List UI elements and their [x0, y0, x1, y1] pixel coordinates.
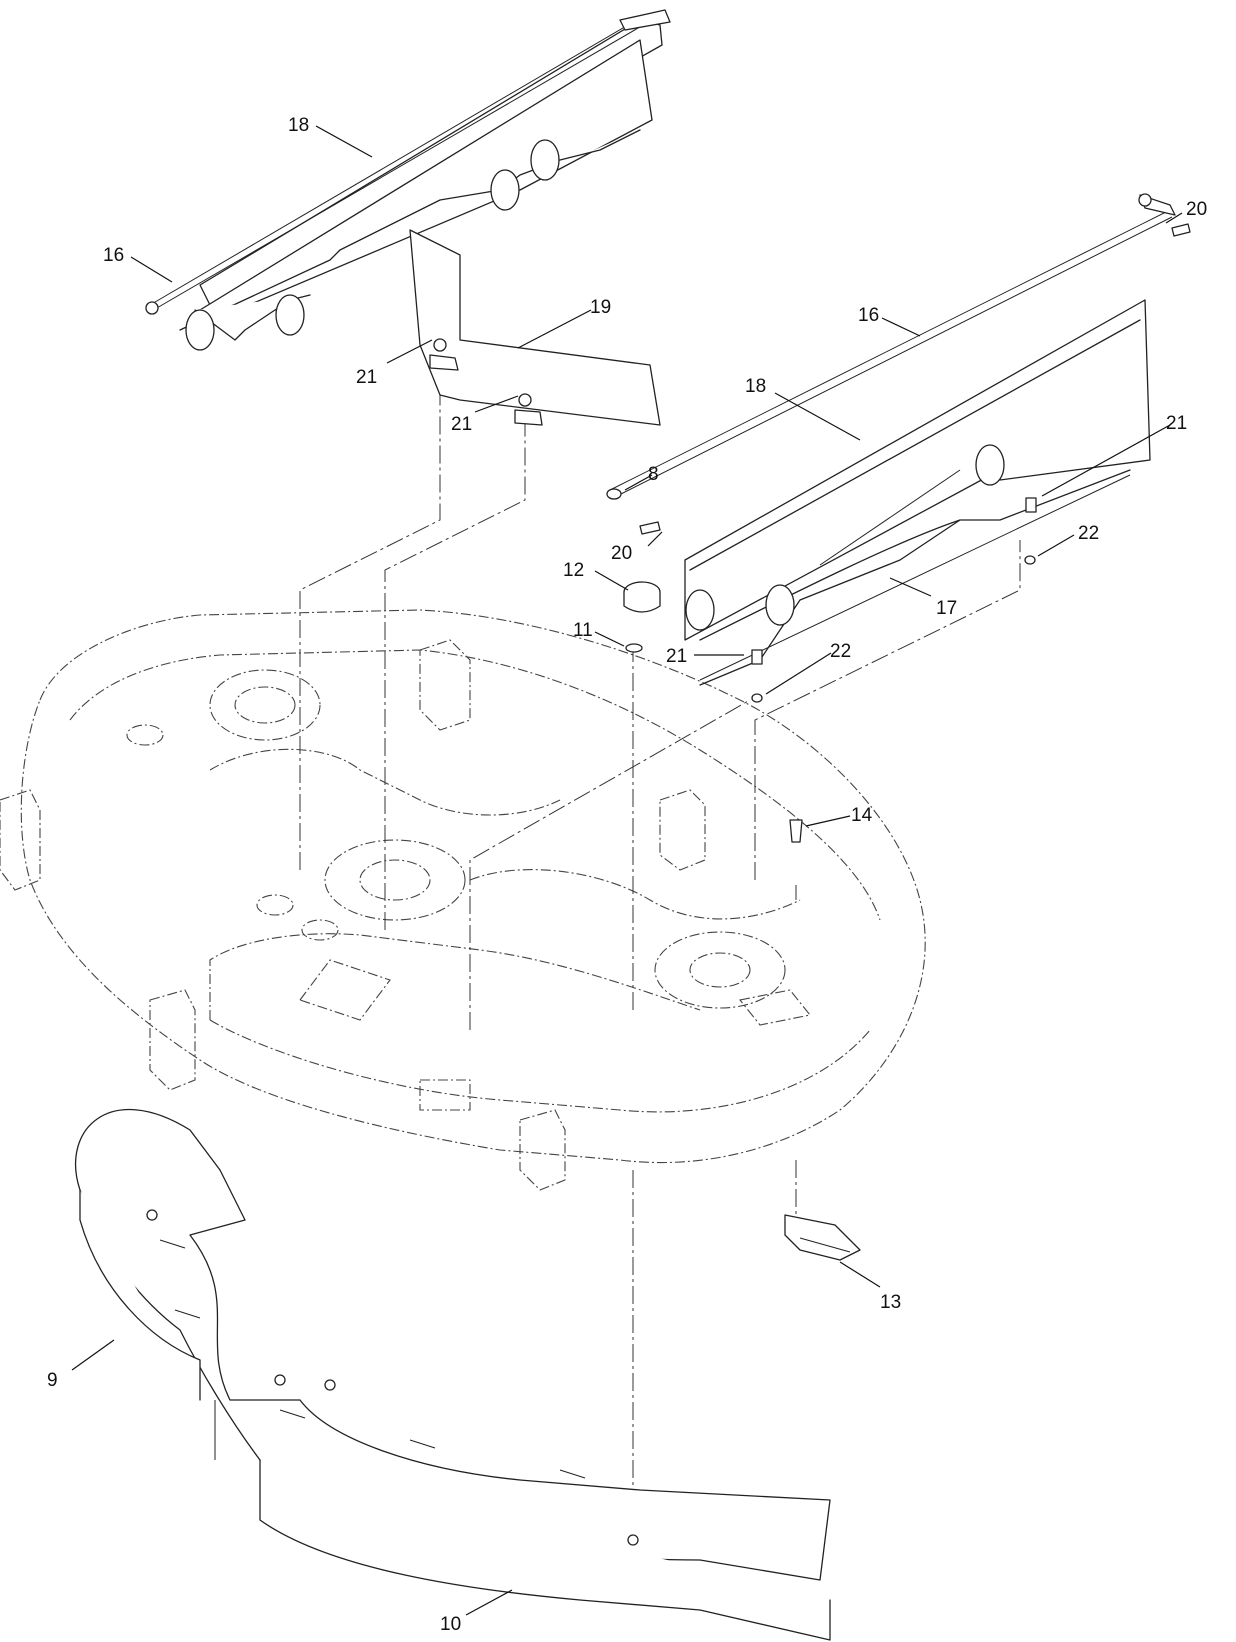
callout-10: 10: [440, 1614, 461, 1635]
assembly-center-lines: [299, 360, 1021, 1560]
callout-21: 21: [451, 414, 472, 435]
callout-18: 18: [745, 376, 766, 397]
callout-20: 20: [1186, 199, 1207, 220]
hardware: [606, 223, 1191, 1261]
callout-22: 22: [1078, 523, 1099, 544]
callout-17: 17: [936, 598, 957, 619]
callout-22: 22: [830, 641, 851, 662]
mower-deck-outline: [0, 609, 926, 1191]
left-baffle-assembly: [145, 9, 671, 351]
callout-9: 9: [47, 1370, 58, 1391]
deflector-plate: [409, 229, 661, 426]
callout-11: 11: [573, 620, 593, 641]
lower-baffles: [75, 1109, 831, 1641]
callout-21: 21: [356, 367, 377, 388]
callouts: 18 16 19 21 21 20 16 18 21 8 20 22 12 17…: [47, 115, 1207, 1635]
callout-19: 19: [590, 297, 611, 318]
callout-12: 12: [563, 560, 584, 581]
callout-16: 16: [858, 305, 879, 326]
callout-21: 21: [666, 646, 687, 667]
callout-18: 18: [288, 115, 309, 136]
callout-21: 21: [1166, 413, 1187, 434]
callout-20: 20: [611, 543, 632, 564]
leader-lines: [71, 125, 1183, 1616]
right-baffle-assembly: [609, 193, 1176, 686]
callout-13: 13: [880, 1292, 901, 1313]
callout-16: 16: [103, 245, 124, 266]
callout-8: 8: [648, 464, 659, 485]
callout-14: 14: [851, 805, 873, 826]
